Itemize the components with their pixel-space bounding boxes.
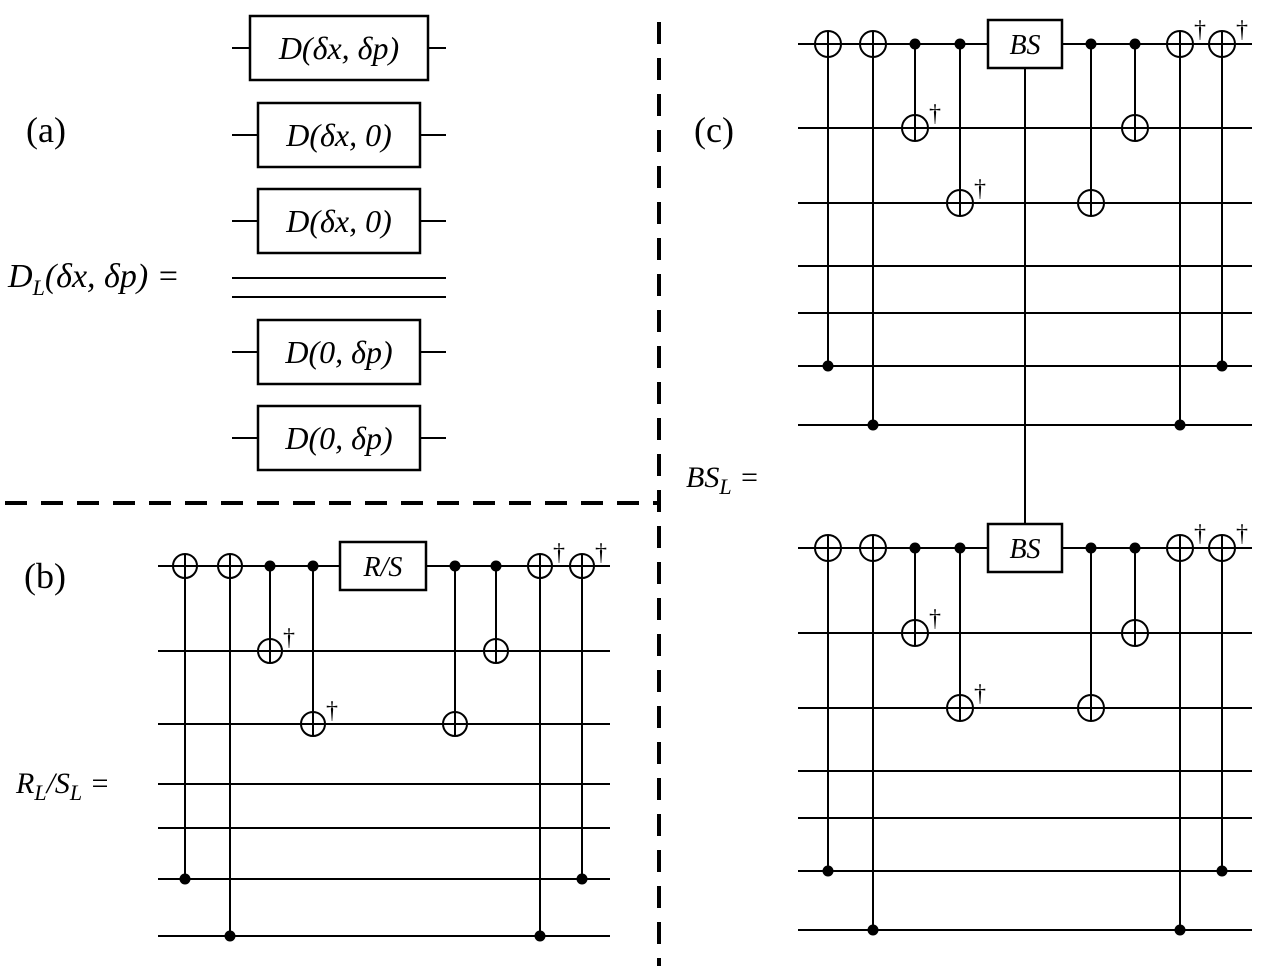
control-dot [909, 542, 921, 554]
control-dot [264, 560, 276, 572]
lhs-c-main: BS [686, 461, 719, 494]
gate-a-1: D(δx, δp) [232, 14, 446, 82]
control-dot [909, 38, 921, 50]
control-dot [1216, 865, 1228, 877]
gate-box [338, 540, 428, 592]
control-dot [1085, 542, 1097, 554]
lhs-b-main: R [15, 767, 34, 800]
dagger-mark: † [929, 101, 941, 127]
panel-label-a: (a) [26, 110, 66, 150]
control-dot [307, 560, 319, 572]
gate-a-1-label: D(δx, δp) [278, 30, 399, 66]
control-dot [1174, 924, 1186, 936]
lhs-b-sub: L [33, 780, 46, 805]
control-dot [1129, 38, 1141, 50]
dagger-mark: † [974, 176, 986, 202]
gate-box [986, 522, 1064, 574]
dagger-mark: † [553, 540, 565, 566]
dagger-mark: † [1236, 521, 1248, 547]
control-dot [449, 560, 461, 572]
control-dot [534, 930, 546, 942]
lhs-b-mid: /S [45, 767, 70, 800]
control-dot [1174, 419, 1186, 431]
dagger-mark: † [595, 540, 607, 566]
panel-label-b: (b) [24, 556, 66, 596]
gate-a-4-label: D(0, δp) [284, 334, 392, 370]
control-dot [822, 865, 834, 877]
lhs-a-sub: L [32, 275, 45, 300]
gate-label: BS [1009, 534, 1040, 565]
equation-lhs-b: RL/SL = [15, 767, 110, 805]
equation-lhs-c: BSL = [686, 461, 759, 499]
gate-a-5: D(0, δp) [232, 404, 446, 472]
gate-label: R/S [363, 552, 403, 583]
control-dot [954, 542, 966, 554]
control-dot [576, 873, 588, 885]
circuit-c: † † BS † † † † BS † † [798, 17, 1252, 936]
dagger-mark: † [1194, 521, 1206, 547]
control-dot [867, 419, 879, 431]
dagger-mark: † [326, 698, 338, 724]
dagger-mark: † [1236, 17, 1248, 43]
control-dot [822, 360, 834, 372]
control-dot [179, 873, 191, 885]
lhs-b-sub2: L [69, 780, 82, 805]
lhs-a-main: D [7, 258, 33, 295]
gate-a-5-label: D(0, δp) [284, 420, 392, 456]
control-dot [867, 924, 879, 936]
equation-lhs-a: DL(δx, δp) = [7, 258, 180, 300]
control-dot [954, 38, 966, 50]
dagger-mark: † [974, 681, 986, 707]
gate-a-3: D(δx, 0) [232, 187, 446, 255]
dagger-mark: † [929, 606, 941, 632]
panel-label-c: (c) [694, 110, 734, 150]
dagger-mark: † [1194, 17, 1206, 43]
control-dot [1085, 38, 1097, 50]
gate-a-2-label: D(δx, 0) [285, 117, 392, 153]
circuit-b: † † R/S † † [158, 540, 610, 942]
gate-box [986, 18, 1064, 70]
gate-label: BS [1009, 30, 1040, 61]
gate-a-4: D(0, δp) [232, 318, 446, 386]
lhs-a-args: (δx, δp) = [45, 258, 180, 295]
control-dot [1216, 360, 1228, 372]
control-dot [490, 560, 502, 572]
control-dot [224, 930, 236, 942]
dagger-mark: † [283, 625, 295, 651]
gate-a-2: D(δx, 0) [232, 101, 446, 169]
lhs-c-tail: = [732, 461, 760, 494]
lhs-c-sub: L [718, 474, 731, 499]
gate-a-3-label: D(δx, 0) [285, 203, 392, 239]
control-dot [1129, 542, 1141, 554]
lhs-b-tail: = [82, 767, 110, 800]
